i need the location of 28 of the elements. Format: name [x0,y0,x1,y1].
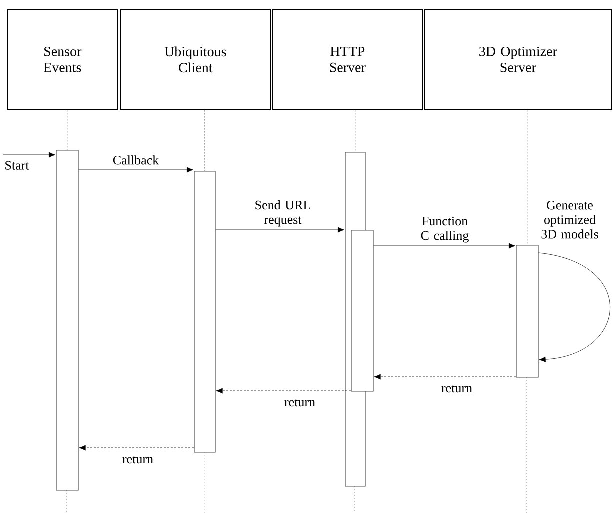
arrow [374,374,516,380]
edge-label: Start [6,161,30,170]
edge-label: return [442,385,472,393]
arrow [374,243,516,249]
participant-box: HTTP Server [272,9,424,110]
arrow [78,167,194,173]
participant-box: 3D Optimizer Server [424,9,612,110]
edge-label: return [122,456,154,464]
arrow [216,227,344,233]
self-loop-arrow [538,252,610,362]
activation-bar [56,150,79,491]
activation-bar [516,245,539,378]
edge-label: Generate optimized 3D models [542,201,598,239]
edge-label: Callback [113,156,160,165]
activation-bar [194,171,216,453]
lifeline [204,110,206,172]
participant-box: Ubiquitous Client [120,9,272,110]
arrow [216,388,352,394]
lifeline [67,110,68,150]
participant-box: Sensor Events [7,9,118,110]
edge-label: return [284,399,316,407]
lifeline [355,110,356,152]
activation-bar [351,230,374,392]
lifeline [527,110,528,246]
arrow [2,152,56,158]
edge-label: Send URL request [256,200,310,227]
arrow [79,445,194,451]
edge-label: Function C calling [421,216,469,243]
